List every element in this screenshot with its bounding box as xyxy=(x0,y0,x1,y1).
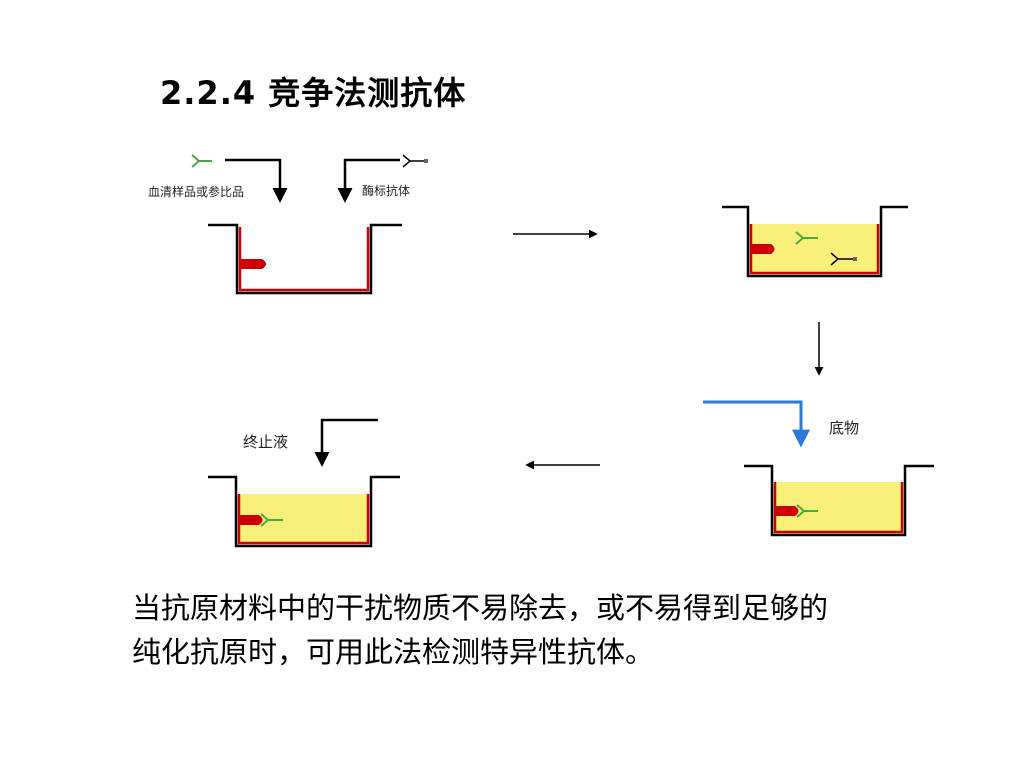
enzyme-antibody-label: 酶标抗体 xyxy=(362,183,410,198)
sample-label: 血清样品或参比品 xyxy=(148,184,244,199)
antibody-green-icon xyxy=(191,154,212,168)
well-step2 xyxy=(722,205,908,278)
description-line-1: 当抗原材料中的干扰物质不易除去，或不易得到足够的 xyxy=(132,591,829,625)
substrate-arrow xyxy=(703,400,810,448)
antibody-green-icon xyxy=(795,231,818,245)
coated-antigen xyxy=(240,259,266,269)
enzyme-antibody-arrow xyxy=(337,154,428,203)
stop-solution-arrow xyxy=(314,418,378,467)
coated-antigen xyxy=(751,244,775,254)
well-step4: 终止液 xyxy=(208,418,400,548)
well-step3: 底物 xyxy=(703,400,934,537)
page-title: 2.2.4 竞争法测抗体 xyxy=(160,74,467,112)
stop-solution-label: 终止液 xyxy=(243,433,288,451)
antibody-green-icon xyxy=(260,513,283,527)
enzyme-antibody-icon xyxy=(830,252,857,266)
coated-antigen xyxy=(775,506,799,516)
substrate-label: 底物 xyxy=(829,419,859,437)
sample-arrow xyxy=(191,154,288,203)
well-step1: 血清样品或参比品 酶标抗体 xyxy=(148,154,428,295)
enzyme-antibody-icon xyxy=(402,154,428,168)
description: 当抗原材料中的干扰物质不易除去，或不易得到足够的 纯化抗原时，可用此法检测特异性… xyxy=(132,586,972,674)
antibody-green-icon xyxy=(796,504,818,518)
description-line-2: 纯化抗原时，可用此法检测特异性抗体。 xyxy=(132,635,655,669)
coated-antigen xyxy=(239,515,263,525)
